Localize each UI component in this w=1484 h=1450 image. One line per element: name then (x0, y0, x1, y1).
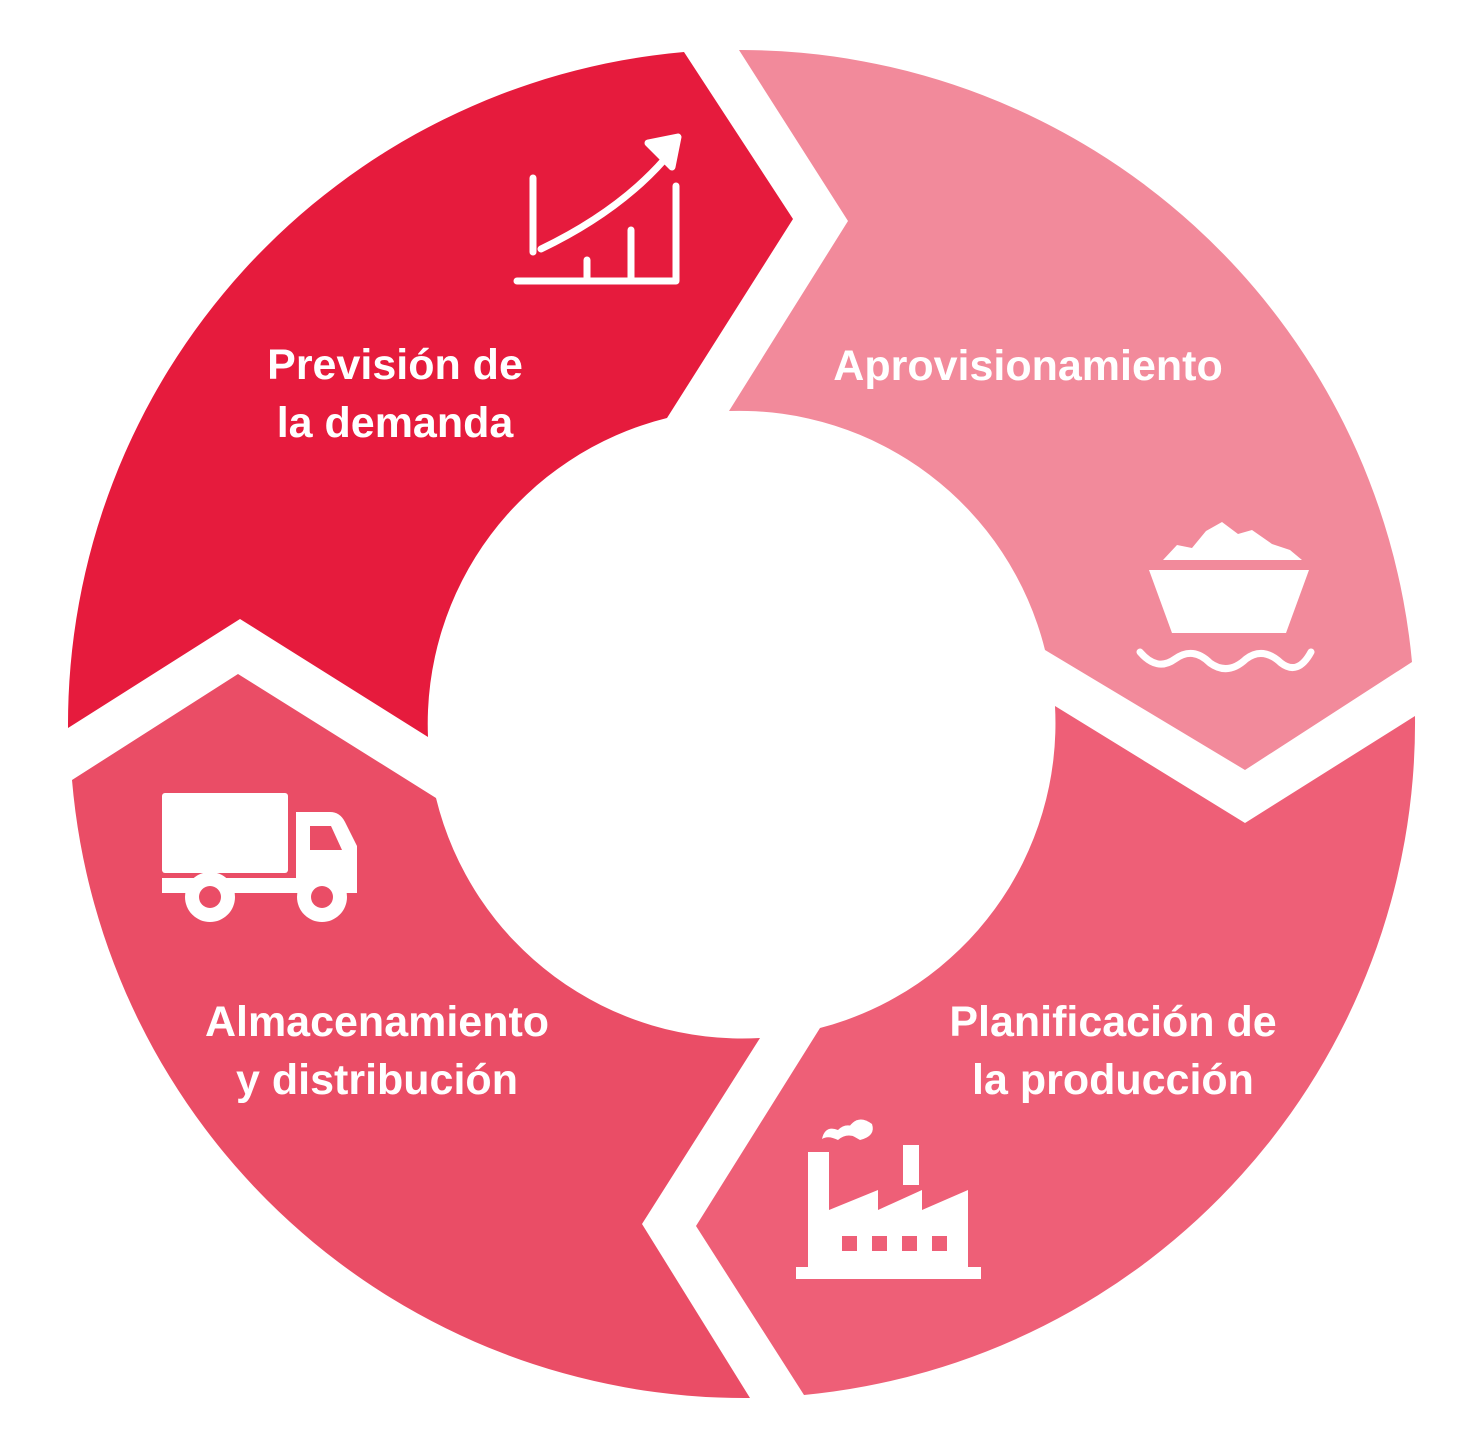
stage-label-line: la demanda (276, 399, 514, 447)
stage-label-line: Aprovisionamiento (833, 342, 1223, 390)
stage-label-forecast: Previsión de la demanda (267, 336, 523, 452)
stage-label-line: la producción (972, 1056, 1254, 1104)
stage-label-distribution: Almacenamiento y distribución (205, 993, 549, 1109)
trending-chart-icon (513, 133, 682, 285)
segment-forecast (67, 52, 794, 737)
segment-procurement (729, 49, 1412, 771)
stage-label-line: Almacenamiento (204, 998, 550, 1046)
stage-label-production: Planificación de la producción (949, 993, 1276, 1109)
stage-label-line: y distribución (236, 1056, 518, 1104)
stage-label-line: Planificación de (949, 998, 1277, 1046)
ore-cart-icon (1136, 522, 1315, 673)
delivery-truck-icon (162, 793, 357, 922)
stage-label-line: Previsión de (267, 341, 523, 389)
stage-label-procurement: Aprovisionamiento (833, 337, 1222, 395)
